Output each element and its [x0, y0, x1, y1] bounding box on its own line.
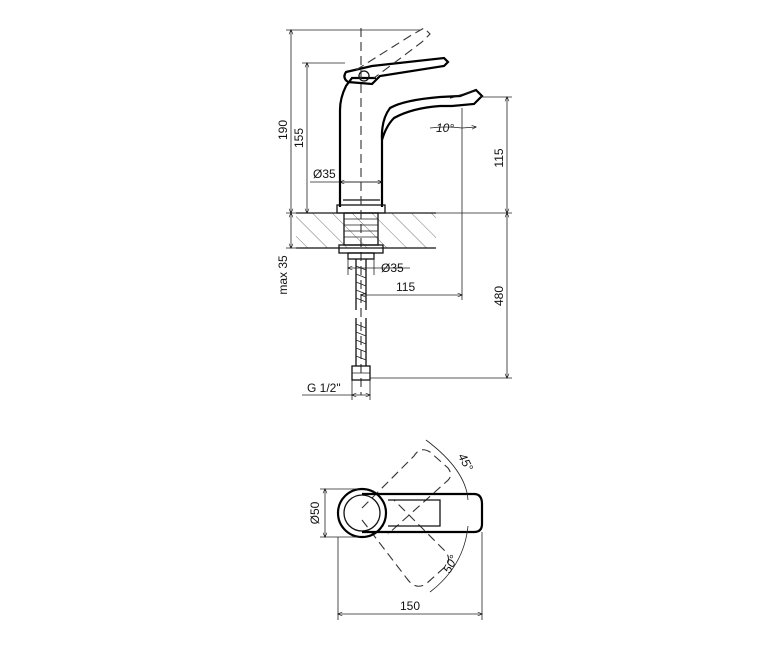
label-overall-height: 190 [276, 120, 290, 140]
label-hose-length: 480 [492, 286, 506, 306]
label-mount-diameter: Ø35 [381, 261, 404, 275]
top-view: Ø50 150 45° 50° [308, 439, 484, 620]
label-max-deck: max 35 [276, 255, 290, 295]
handle-raised-ghost [355, 27, 431, 79]
label-spout-height: 115 [492, 148, 506, 167]
label-reach: 115 [396, 280, 415, 294]
handle-lever [343, 56, 450, 86]
label-handle-angle-down: 50° [440, 553, 461, 576]
flex-hose [351, 259, 371, 381]
label-body-diameter: Ø35 [313, 167, 336, 181]
faucet-body [336, 76, 484, 214]
label-base-diameter: Ø50 [308, 501, 322, 524]
label-handle-angle-up: 45° [455, 451, 476, 474]
label-spout-angle: 10° [436, 121, 454, 135]
handle-top [362, 492, 484, 534]
top-dimensions [320, 489, 482, 620]
countertop-section [296, 212, 436, 249]
dimension-lines [286, 30, 512, 400]
handle-ghost-50 [361, 499, 450, 587]
label-body-height: 155 [292, 128, 306, 148]
handle-ghost-45 [361, 449, 452, 535]
label-top-length: 150 [400, 599, 420, 613]
arc-45 [425, 439, 469, 501]
base-circle [336, 487, 388, 539]
side-view: 190 155 115 10° Ø35 Ø35 max 35 115 480 G… [276, 27, 512, 400]
arc-50 [429, 525, 469, 593]
label-connection: G 1/2" [307, 381, 341, 395]
